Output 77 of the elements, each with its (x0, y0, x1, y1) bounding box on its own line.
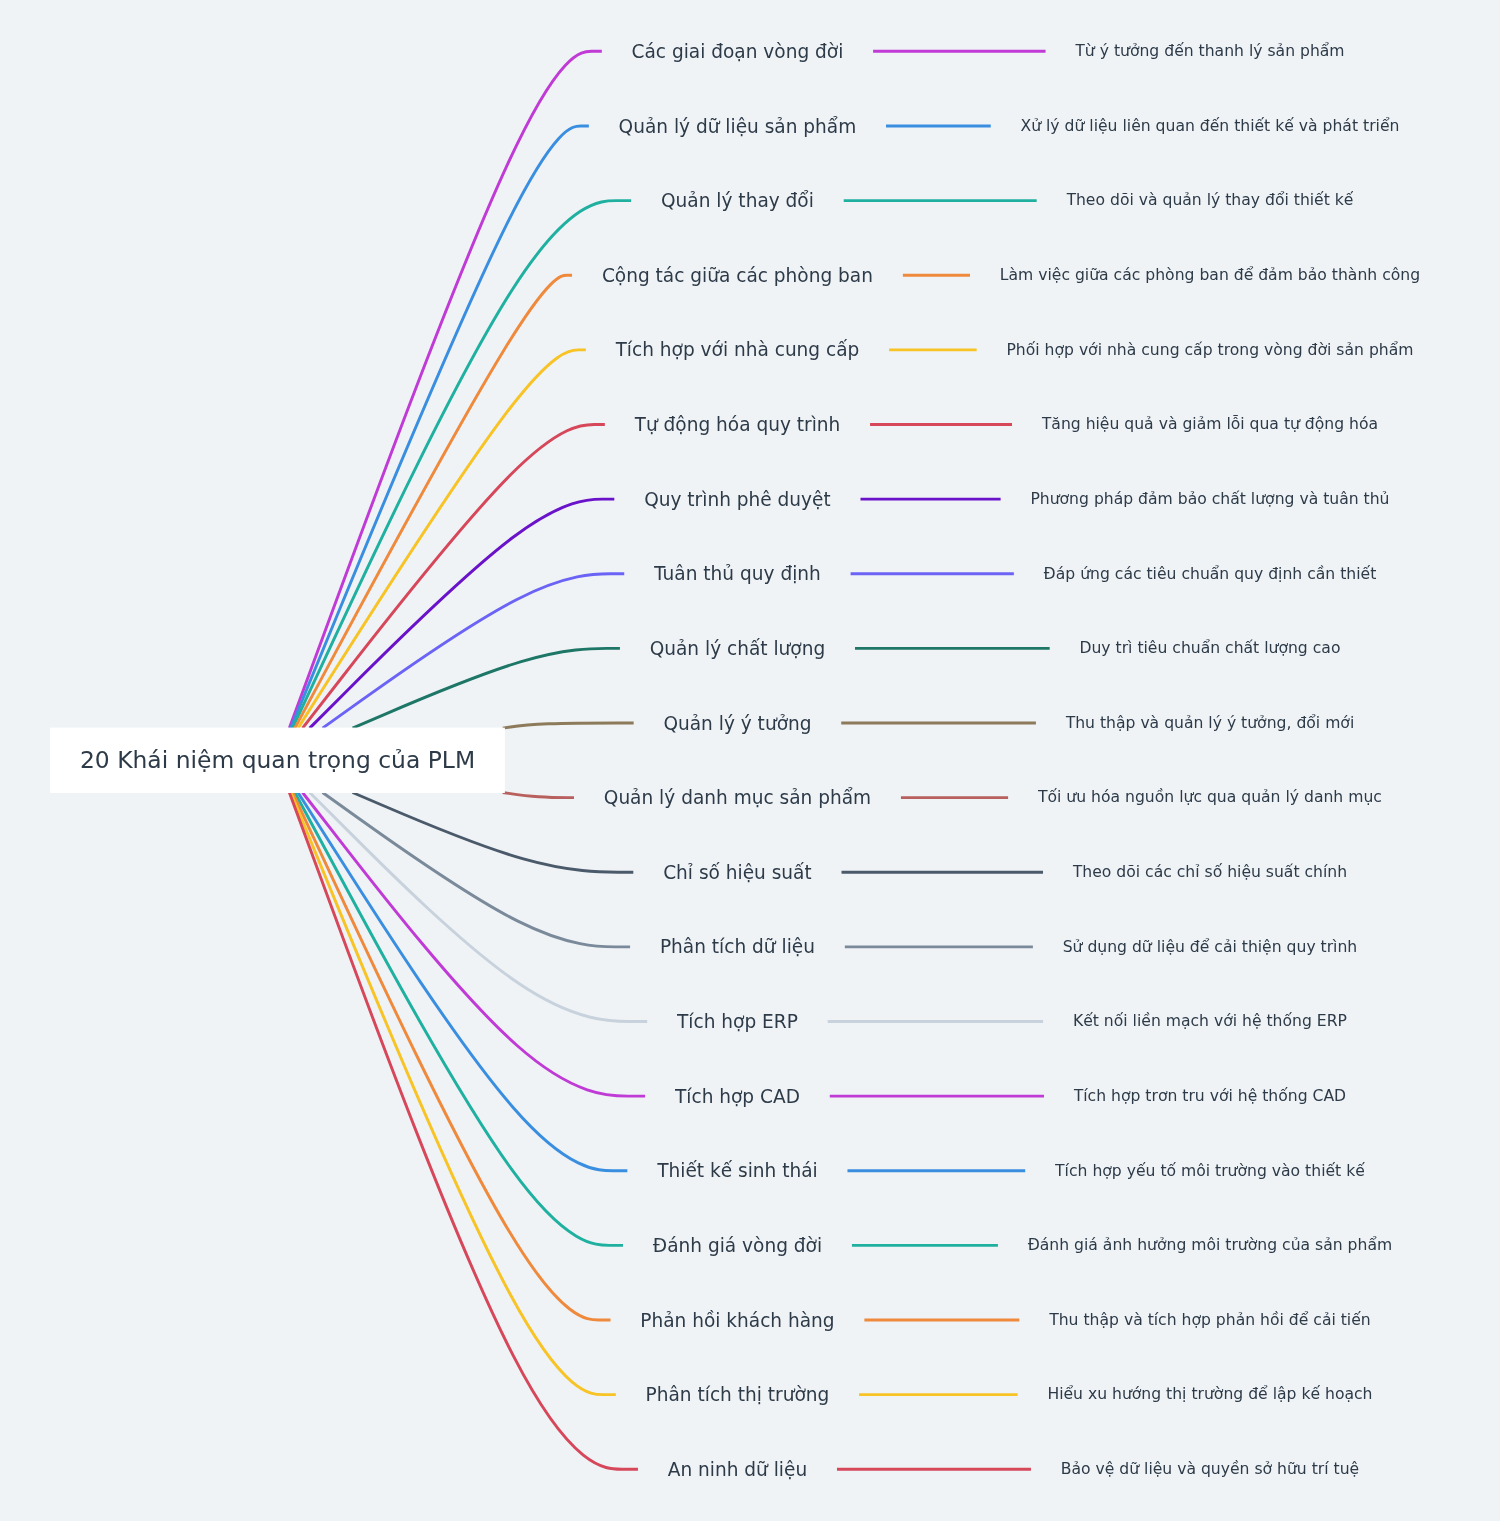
node-text: Phối hợp với nhà cung cấp trong vòng đời sản phẩm (1006, 340, 1414, 359)
node-text: Tự động hóa quy trình (634, 413, 841, 436)
node-text: Thu thập và quản lý ý tưởng, đổi mới (1065, 713, 1355, 732)
connector (900, 796, 1009, 800)
node-text: Phân tích thị trường (645, 1383, 830, 1406)
connector (827, 1020, 1044, 1024)
node-text: Làm việc giữa các phòng ban để đảm bảo thành công (999, 265, 1421, 285)
connector (843, 199, 1038, 203)
connector (844, 945, 1034, 949)
node-text: Chỉ số hiệu suất (663, 861, 812, 883)
connector (863, 1318, 1020, 1322)
node-text: Theo dõi và quản lý thay đổi thiết kế (1066, 191, 1354, 210)
node-text: Quy trình phê duyệt (644, 488, 831, 510)
node-text: Bảo vệ dữ liệu và quyền sở hữu trí tuệ (1060, 1459, 1360, 1479)
connector (301, 423, 606, 730)
node-text: Quản lý ý tưởng (663, 712, 812, 734)
node-text: Tăng hiệu quả và giảm lỗi qua tự động hóa (1041, 414, 1379, 434)
node-box: 20 Khái niệm quan trọng của PLM (50, 727, 505, 794)
node-text: Xử lý dữ liệu liên quan đến thiết kế và phát triển (1020, 116, 1400, 135)
connector (293, 792, 624, 1248)
node-text: Sử dụng dữ liệu để cải thiện quy trình (1062, 937, 1358, 956)
node-text: Kết nối liền mạch với hệ thống ERP (1072, 1011, 1347, 1031)
node-text: Quản lý danh mục sản phẩm (603, 786, 872, 809)
connector (836, 1467, 1032, 1471)
node-text: Tích hợp yếu tố môi trường vào thiết kế (1055, 1161, 1365, 1180)
connector (352, 647, 621, 730)
node-text: Quản lý thay đổi (661, 189, 814, 212)
connector (851, 1244, 999, 1248)
node-text: Tích hợp CAD (674, 1085, 800, 1107)
connector (850, 572, 1015, 576)
node-text: Phương pháp đảm bảo chất lượng và tuân thủ (1030, 489, 1390, 509)
node-text: Theo dõi các chỉ số hiệu suất chính (1072, 862, 1348, 882)
connector (291, 199, 632, 729)
connector (829, 1094, 1045, 1098)
connector (321, 791, 631, 949)
connector (858, 1393, 1019, 1397)
connector (854, 647, 1051, 650)
connector (308, 791, 648, 1024)
connector (321, 572, 625, 730)
node-text: Tuân thủ quy định (654, 562, 821, 585)
node-text: Tích hợp trơn tru với hệ thống CAD (1073, 1086, 1347, 1106)
connector (860, 497, 1002, 501)
connector (841, 870, 1044, 874)
node-text: Tích hợp với nhà cung cấp (615, 339, 860, 361)
connector (301, 791, 646, 1098)
connector (308, 497, 615, 730)
node-text: Quản lý dữ liệu sản phẩm (618, 115, 857, 137)
node-text: Hiểu xu hướng thị trường để lập kế hoạch (1047, 1385, 1373, 1404)
connector (902, 273, 971, 277)
connector (885, 124, 992, 128)
node-text: An ninh dữ liệu (667, 1458, 808, 1480)
connector (502, 721, 635, 730)
node-text: Tích hợp ERP (677, 1010, 798, 1033)
connector (869, 423, 1013, 427)
node-text: Thu thập và tích hợp phản hồi để cải tiến (1049, 1310, 1371, 1329)
node-text: Phản hồi khách hàng (640, 1309, 835, 1331)
node-text: Quản lý chất lượng (649, 637, 826, 660)
node-text: Thiết kế sinh thái (657, 1159, 818, 1182)
node-text: Đánh giá vòng đời (652, 1234, 823, 1257)
connector (847, 1169, 1026, 1173)
node-text: Cộng tác giữa các phòng ban (601, 264, 873, 286)
node-text: Tối ưu hóa nguồn lực qua quản lý danh mục (1037, 788, 1382, 807)
connector (840, 721, 1037, 725)
connector (352, 791, 634, 874)
connector (296, 791, 628, 1173)
node-text: Từ ý tưởng đến thanh lý sản phẩm (1075, 41, 1345, 61)
connector (288, 792, 639, 1471)
connector (296, 348, 587, 730)
connector (872, 50, 1047, 53)
connector (888, 348, 978, 352)
node-text: Đáp ứng các tiêu chuẩn quy định cần thiết (1043, 564, 1377, 583)
node-text: Các giai đoạn vòng đời (631, 40, 844, 63)
connector (293, 273, 573, 729)
connector (502, 791, 575, 800)
node-text: Duy trì tiêu chuẩn chất lượng cao (1079, 638, 1341, 658)
node-text: Phân tích dữ liệu (659, 936, 815, 958)
node-text: Đánh giá ảnh hưởng môi trường của sản phẩm (1027, 1235, 1393, 1255)
